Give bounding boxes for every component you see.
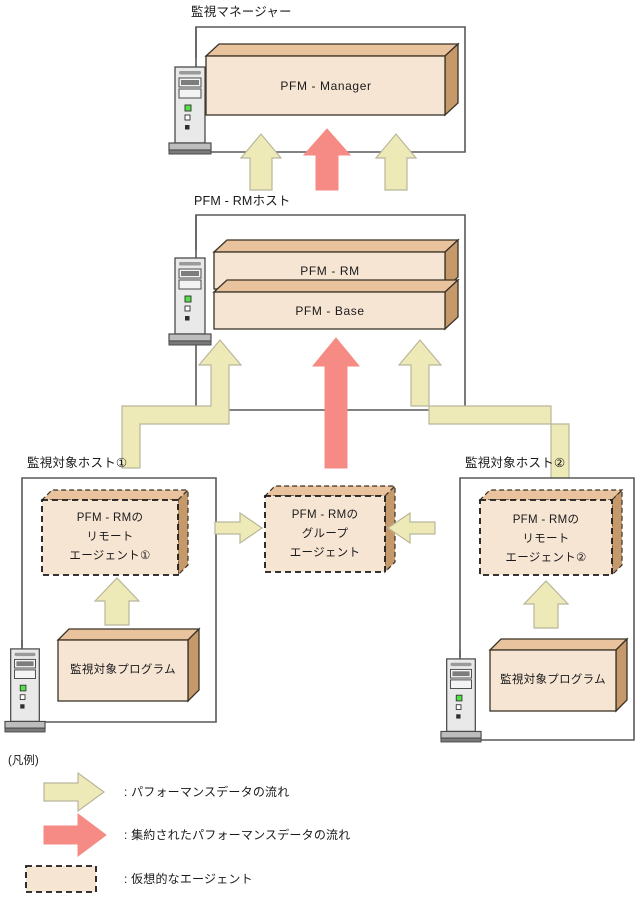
legend-item-1-text: : パフォーマンスデータの流れ [124, 785, 290, 799]
legend-dashed-box-icon [25, 865, 97, 893]
monitored-host-2-label: 監視対象ホスト② [465, 456, 566, 470]
group-agent-line-3: エージェント [289, 547, 361, 559]
remote-agent-2-line-1: PFM - RMの [512, 514, 580, 526]
pfm-base-label: PFM - Base [295, 304, 365, 318]
monitored-host-1-label: 監視対象ホスト① [27, 456, 128, 470]
pfm-base-box [212, 278, 460, 331]
flow-arrows-to-manager [239, 128, 418, 191]
flow-arrow-host1-to-rm [121, 339, 243, 469]
group-agent-line-1: PFM - RMの [291, 509, 359, 521]
monitored-program-1-label: 監視対象プログラム [70, 664, 176, 676]
manager-host-label: 監視マネージャー [191, 5, 292, 19]
manager-pc-icon [168, 27, 212, 155]
remote-agent-2-line-3: エージェント② [505, 552, 587, 564]
monitored-host-1-pc-icon [4, 640, 46, 733]
flow-arrow-host2-to-rm [397, 339, 570, 479]
legend-arrow-pale-icon [43, 771, 106, 813]
pfm-manager-box [204, 42, 460, 117]
monitored-program-2-box [488, 637, 629, 713]
legend-arrow-red-icon [43, 813, 107, 857]
flow-arrow-agent1-to-group [214, 511, 264, 545]
remote-agent-1-line-3: エージェント① [69, 550, 151, 562]
remote-agent-2-box [478, 488, 624, 577]
flow-arrow-program1-to-agent1 [93, 577, 141, 626]
monitored-program-2-label: 監視対象プログラム [500, 674, 606, 686]
flow-arrow-group-to-rm [311, 337, 361, 469]
pfm-rm-label: PFM - RM [300, 264, 360, 278]
rm-host-label: PFM - RMホスト [194, 194, 291, 208]
legend-item-3-text: : 仮想的なエージェント [124, 872, 253, 886]
remote-agent-1-line-2: リモート [86, 531, 134, 543]
remote-agent-1-line-1: PFM - RMの [76, 512, 144, 524]
rm-host-pc-icon [168, 215, 212, 346]
remote-agent-1-box [40, 488, 190, 577]
flow-arrow-program2-to-agent2 [522, 580, 570, 629]
monitored-host-2-pc-icon [440, 650, 482, 743]
legend-item-2-text: : 集約されたパフォーマンスデータの流れ [124, 828, 351, 842]
monitored-program-1-box [56, 627, 201, 703]
group-agent-line-2: グループ [301, 528, 349, 540]
group-agent-box [263, 484, 397, 574]
remote-agent-2-line-2: リモート [522, 533, 570, 545]
pfm-manager-label: PFM - Manager [280, 79, 372, 93]
flow-arrow-agent2-to-group [386, 511, 436, 545]
legend-title: (凡例) [8, 755, 39, 767]
